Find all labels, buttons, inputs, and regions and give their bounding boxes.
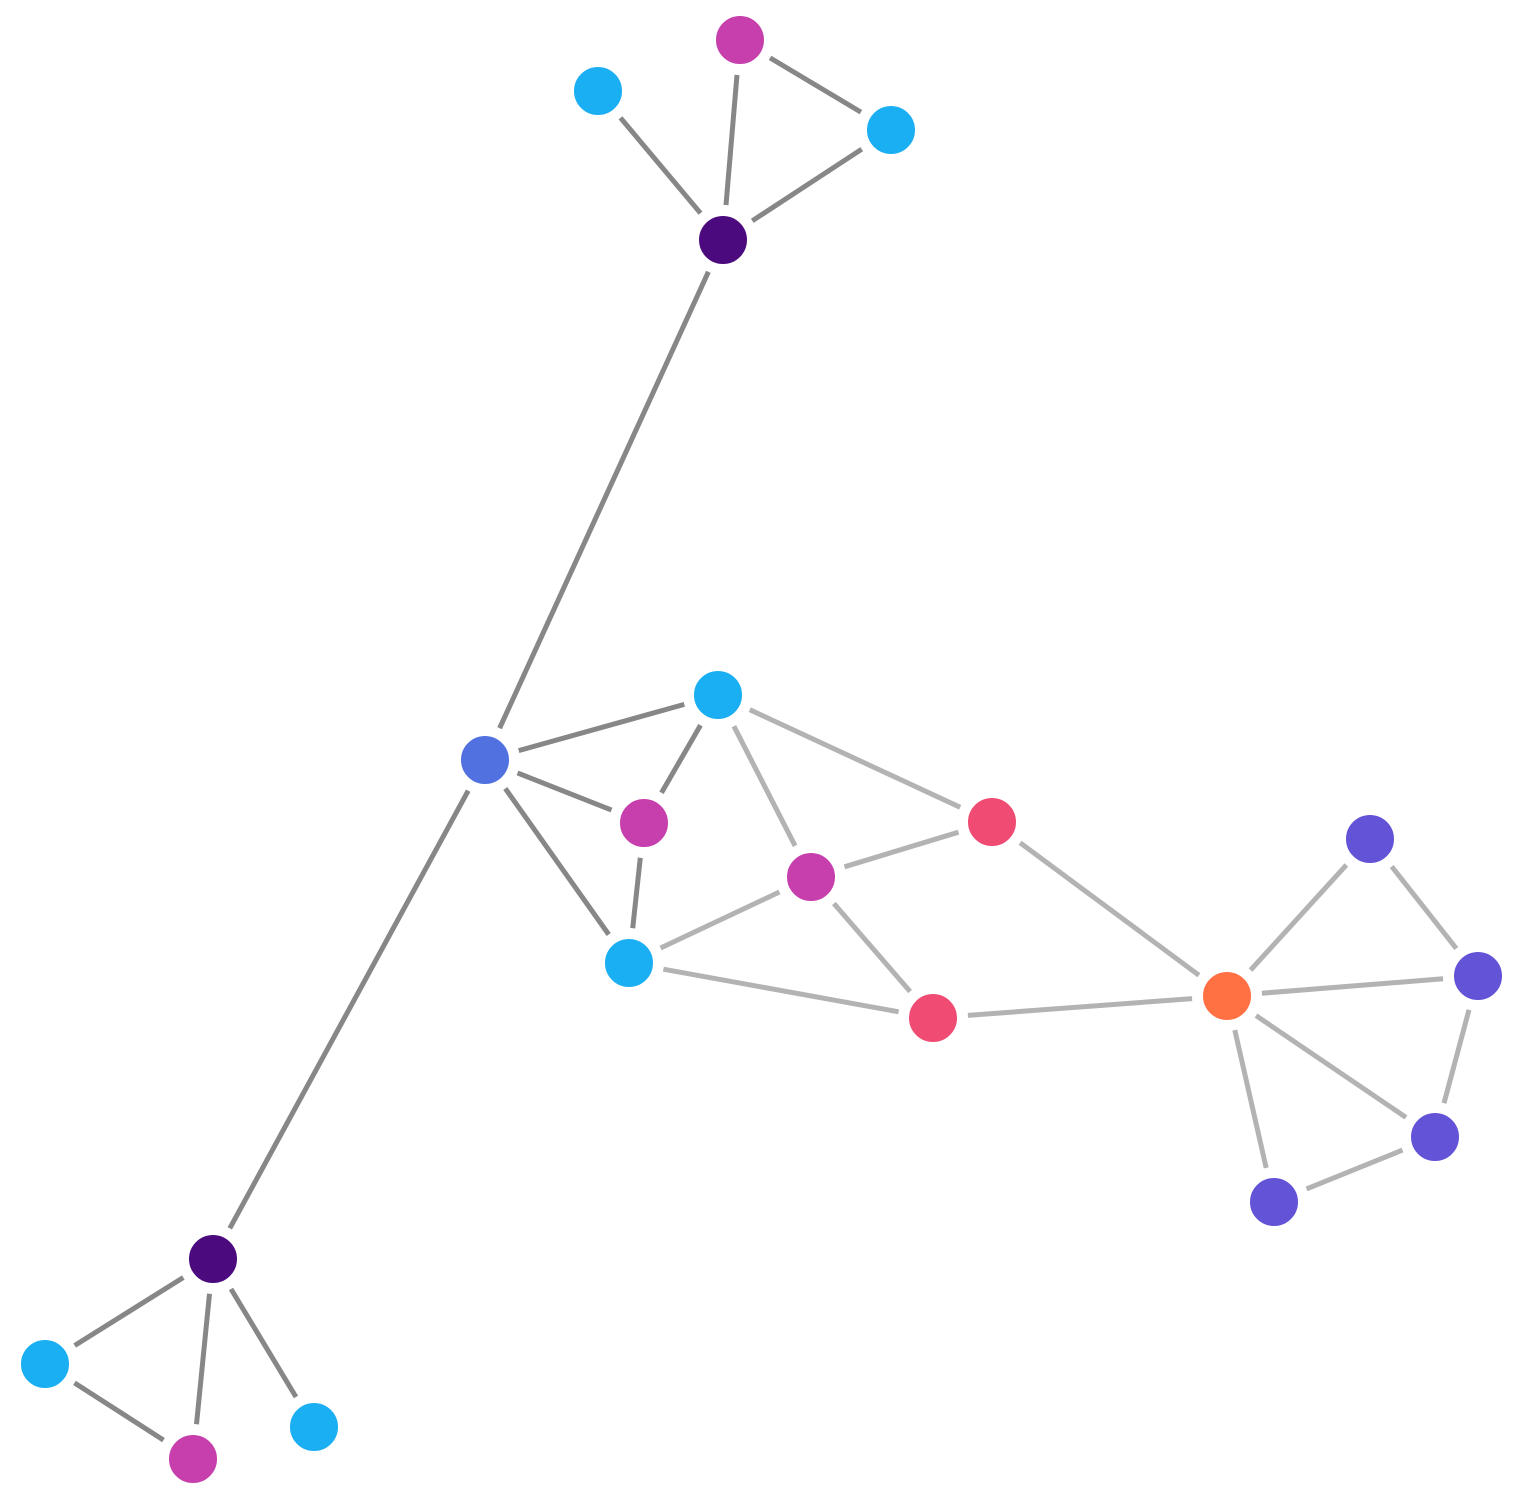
node-n10[interactable]	[599, 933, 659, 993]
node-n17[interactable]	[183, 1229, 243, 1289]
edge-n11-n12	[967, 996, 1193, 1018]
edge-n15-n16	[1305, 1147, 1404, 1192]
node-n7[interactable]	[614, 793, 674, 853]
edge-n4-n5	[497, 270, 711, 730]
node-n18[interactable]	[15, 1334, 75, 1394]
nodes-layer	[15, 10, 1508, 1489]
edge-n7-n10	[630, 857, 643, 929]
edge-n6-n8	[731, 725, 798, 847]
node-n4[interactable]	[693, 210, 753, 270]
node-n19[interactable]	[163, 1429, 223, 1489]
edge-n6-n7	[659, 724, 703, 794]
edge-n12-n15	[1254, 1013, 1408, 1120]
edge-n8-n10	[659, 889, 781, 951]
edge-n12-n14	[1261, 976, 1444, 996]
edge-n9-n12	[1018, 840, 1201, 978]
node-n2[interactable]	[568, 61, 628, 121]
node-n16[interactable]	[1244, 1172, 1304, 1232]
edge-n17-n19	[194, 1293, 212, 1425]
edge-n17-n20	[228, 1287, 299, 1399]
edge-n1-n3	[768, 55, 863, 115]
node-n13[interactable]	[1340, 809, 1400, 869]
edge-n8-n9	[843, 829, 960, 870]
edge-n14-n15	[1441, 1009, 1472, 1104]
edge-n10-n11	[662, 966, 900, 1015]
node-n12[interactable]	[1197, 966, 1257, 1026]
node-n8[interactable]	[781, 847, 841, 907]
edge-n5-n10	[503, 787, 611, 936]
edge-n4-n3	[750, 147, 864, 223]
node-n5[interactable]	[455, 730, 515, 790]
edge-n13-n14	[1389, 864, 1459, 951]
edge-n4-n2	[618, 116, 703, 215]
edge-n17-n18	[73, 1275, 185, 1348]
edge-n6-n9	[748, 707, 962, 810]
edge-n5-n7	[516, 770, 613, 813]
edge-n12-n16	[1232, 1029, 1269, 1169]
edge-n12-n13	[1248, 863, 1349, 972]
edge-n8-n11	[832, 901, 912, 994]
node-n6[interactable]	[688, 665, 748, 725]
node-n3[interactable]	[861, 100, 921, 160]
edge-n18-n19	[73, 1380, 165, 1443]
node-n11[interactable]	[903, 988, 963, 1048]
node-n15[interactable]	[1405, 1107, 1465, 1167]
node-n20[interactable]	[284, 1397, 344, 1457]
edge-n5-n6	[518, 701, 685, 754]
node-n9[interactable]	[962, 792, 1022, 852]
node-n1[interactable]	[710, 10, 770, 70]
edge-n5-n17	[227, 789, 471, 1230]
edge-n4-n1	[723, 74, 740, 206]
node-n14[interactable]	[1448, 946, 1508, 1006]
edges-layer	[73, 55, 1472, 1443]
